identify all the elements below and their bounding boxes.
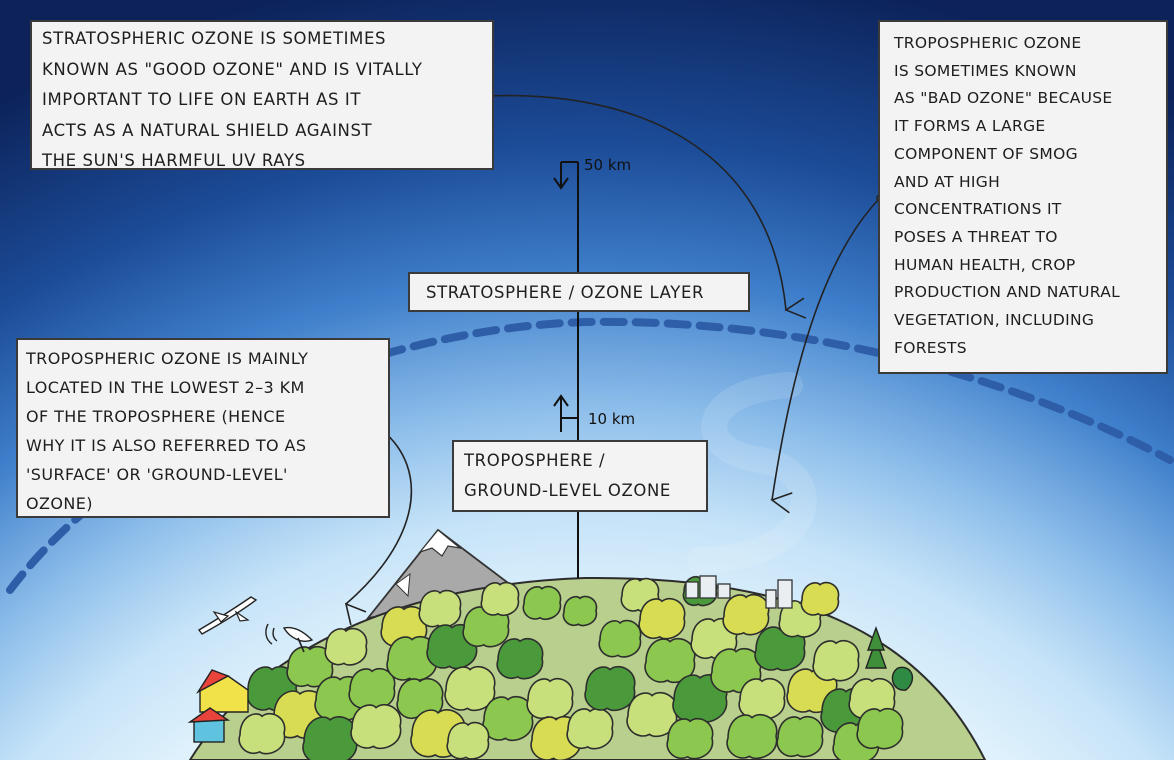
city-buildings-icon [685,575,793,609]
tree-canopy [598,619,642,658]
tree-canopy [638,597,686,640]
callout-stratospheric-good-ozone: STRATOSPHERIC OZONE IS SOMETIMES KNOWN A… [30,20,494,170]
tree-canopy [738,677,786,720]
tree-canopy [396,677,444,720]
tree-canopy [444,665,496,712]
tree-canopy [418,589,462,628]
conifer-trees [865,625,914,691]
tree-canopy [776,715,824,758]
houses-icon [187,669,249,743]
tree-canopy [526,677,574,720]
stratosphere-layer-label: STRATOSPHERE / OZONE LAYER [408,272,750,312]
tree-cluster [238,575,904,760]
tree-canopy [800,581,840,617]
tree-canopy [482,695,534,742]
altitude-10km-label: 10 km [588,410,636,428]
satellite-dish-icon [265,623,314,653]
tree-canopy [644,637,696,684]
tree-canopy [666,717,714,760]
airplane-icon [197,596,258,635]
tree-canopy [238,712,286,755]
tree-canopy [726,713,778,760]
tree-canopy [566,707,614,750]
callout-tropospheric-bad-ozone: TROPOSPHERIC OZONE IS SOMETIMES KNOWN AS… [878,20,1168,374]
tree-canopy [324,627,368,666]
tree-canopy [480,581,520,617]
tree-canopy [350,703,402,750]
watermark [687,372,817,573]
stratosphere-label-text: STRATOSPHERE / OZONE LAYER [426,283,705,302]
ozone-layer-ring [6,317,1174,594]
tree-canopy [562,595,598,627]
troposphere-layer-label: TROPOSPHERE / GROUND-LEVEL OZONE [452,440,708,512]
tree-canopy [302,716,358,760]
tree-canopy [812,639,860,682]
tree-canopy [462,605,510,648]
tree-canopy [286,645,334,688]
troposphere-label-line2: GROUND-LEVEL OZONE [464,481,671,500]
tree-canopy [496,637,544,680]
callout-tropospheric-location: TROPOSPHERIC OZONE IS MAINLY LOCATED IN … [16,338,390,518]
tree-canopy [446,721,490,760]
tree-canopy [722,593,770,636]
tree-canopy [584,665,636,712]
altitude-50km-label: 50 km [584,156,632,174]
tree-canopy [856,707,904,750]
troposphere-label-line1: TROPOSPHERE / [464,451,606,470]
tree-canopy [522,585,562,621]
tree-canopy [348,667,396,710]
